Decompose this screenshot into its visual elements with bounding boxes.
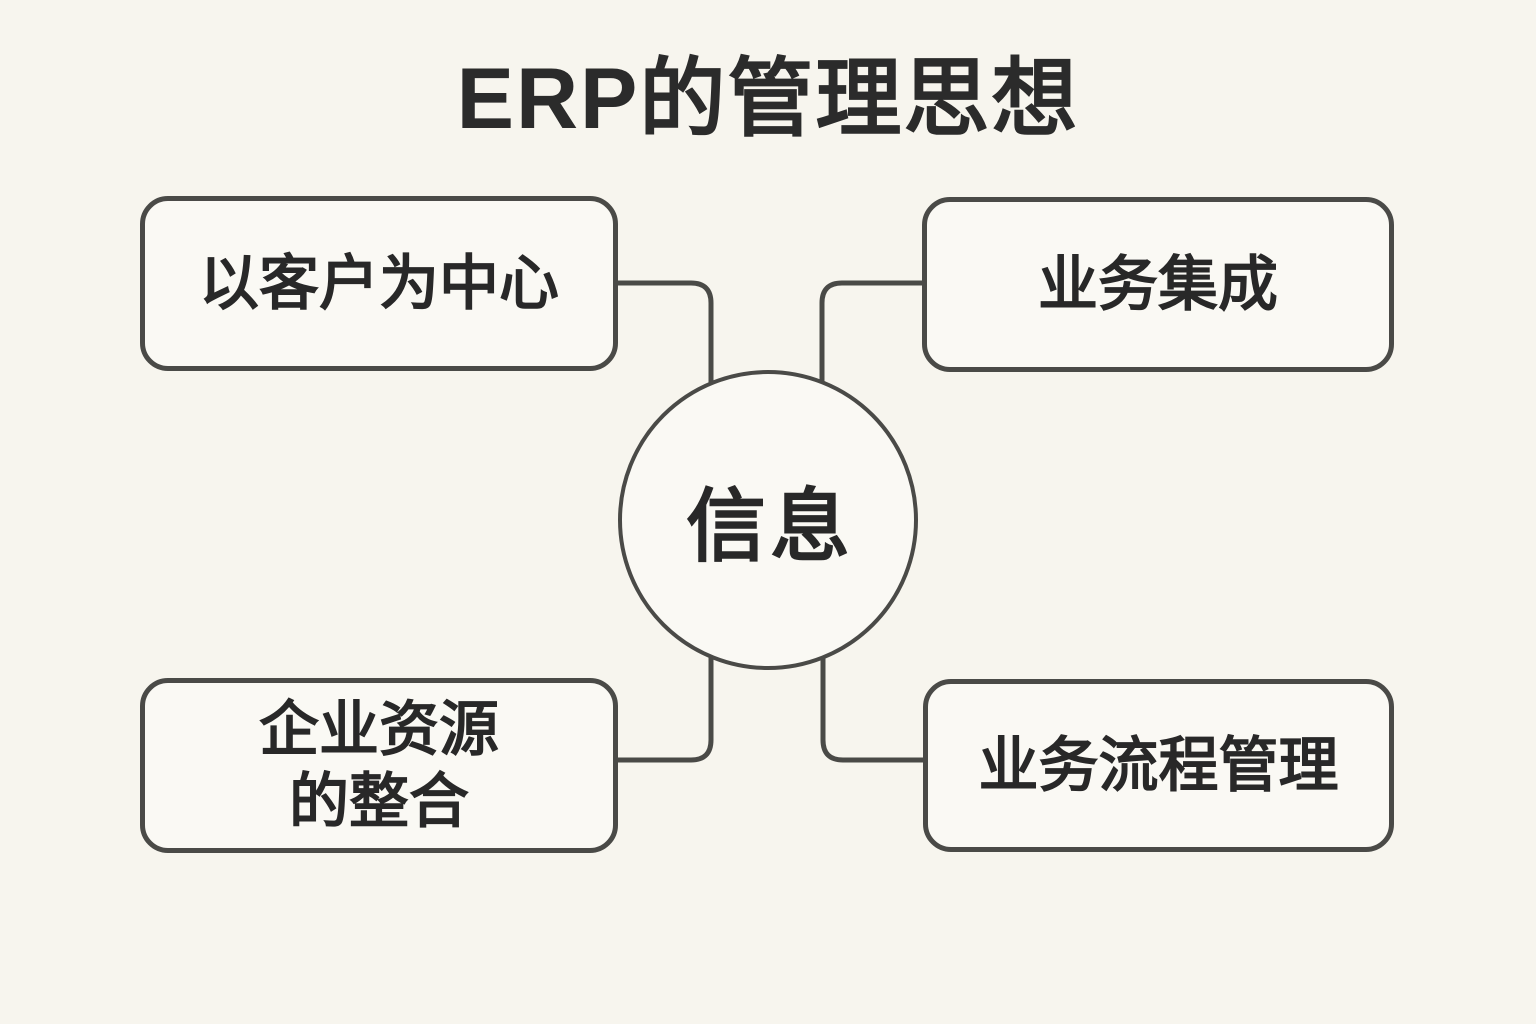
center-node-information: 信息: [618, 370, 918, 670]
node-label: 业务流程管理: [978, 731, 1339, 799]
connector-bottom-left: [590, 580, 714, 763]
center-node-label: 信息: [686, 482, 854, 571]
page-title: ERP的管理思想: [456, 51, 1080, 147]
node-label: 企业资源 的整合: [259, 695, 499, 835]
node-customer-centric: 以客户为中心: [140, 196, 618, 371]
node-label: 业务集成: [1038, 250, 1278, 318]
connector-top-left: [590, 280, 714, 460]
connector-top-right: [819, 280, 945, 460]
node-business-process-management: 业务流程管理: [923, 679, 1394, 852]
node-label: 以客户为中心: [199, 249, 559, 317]
node-enterprise-resource-integration: 企业资源 的整合: [140, 678, 618, 853]
node-business-integration: 业务集成: [922, 197, 1394, 372]
connector-bottom-right: [820, 580, 945, 763]
